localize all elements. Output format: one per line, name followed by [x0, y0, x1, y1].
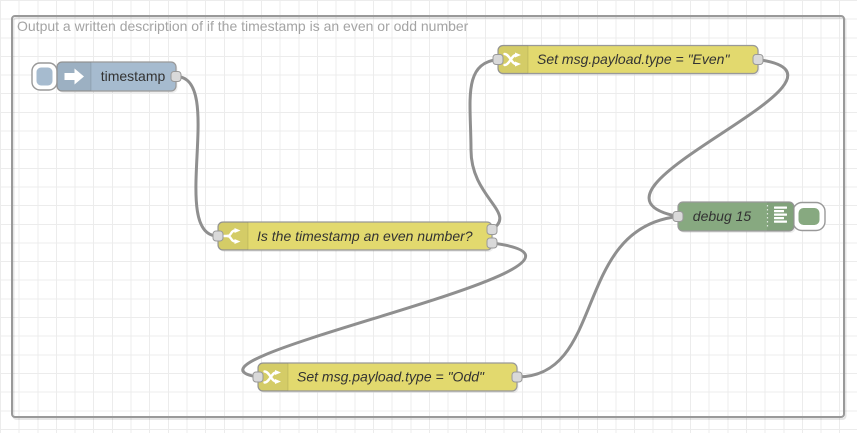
node-group[interactable]: Output a written description of if the t…	[11, 15, 847, 420]
node-change-even[interactable]: Set msg.payload.type = "Even"	[492, 44, 764, 76]
debug-list-icon	[774, 206, 787, 223]
change-even-input-port[interactable]	[492, 54, 504, 65]
group-border-shadow	[12, 17, 847, 420]
change-shuffle-icon	[263, 370, 281, 384]
wires-layer	[174, 58, 790, 379]
node-debug-15[interactable]: debug 15	[672, 201, 826, 233]
inject-button[interactable]	[31, 62, 58, 91]
inject-button-face[interactable]	[36, 67, 53, 86]
wire-switch-to-change-odd[interactable]	[241, 241, 528, 379]
change-odd-output-port[interactable]	[511, 371, 523, 383]
change-odd-input-port[interactable]	[252, 371, 264, 383]
icon-shade	[498, 45, 528, 74]
debug-input-port[interactable]	[672, 211, 684, 222]
wire-inject-to-switch[interactable]	[174, 75, 220, 238]
node-inject-timestamp[interactable]: timestamp	[31, 61, 182, 93]
change-odd-node-label: Set msg.payload.type = "Odd"	[297, 369, 485, 385]
inject-output-port[interactable]	[170, 71, 182, 82]
icon-shade	[218, 222, 248, 250]
wire-change-odd-to-debug[interactable]	[515, 215, 680, 379]
icon-shade	[258, 363, 288, 391]
debug-node-label: debug 15	[693, 208, 752, 224]
node-change-odd[interactable]: Set msg.payload.type = "Odd"	[252, 362, 523, 393]
switch-output-port-2[interactable]	[486, 237, 498, 249]
switch-input-port[interactable]	[212, 230, 224, 242]
change-even-node-label: Set msg.payload.type = "Even"	[537, 51, 730, 67]
wire-change-even-to-debug[interactable]	[647, 58, 790, 218]
change-even-output-port[interactable]	[752, 54, 764, 65]
change-shuffle-icon	[503, 52, 521, 67]
inject-node-label: timestamp	[101, 68, 166, 84]
group-border[interactable]	[11, 15, 845, 418]
debug-button-face[interactable]	[798, 208, 820, 225]
node-switch-even-check[interactable]: Is the timestamp an even number?	[212, 221, 498, 252]
wire-switch-to-change-even[interactable]	[468, 58, 502, 231]
switch-fork-icon	[221, 228, 241, 244]
switch-output-port-1[interactable]	[486, 224, 498, 235]
group-label: Output a written description of if the t…	[17, 18, 469, 34]
debug-toggle-button[interactable]	[792, 201, 826, 232]
switch-node-label: Is the timestamp an even number?	[257, 228, 473, 244]
inject-arrow-icon	[64, 68, 84, 85]
icon-shade	[767, 202, 794, 231]
